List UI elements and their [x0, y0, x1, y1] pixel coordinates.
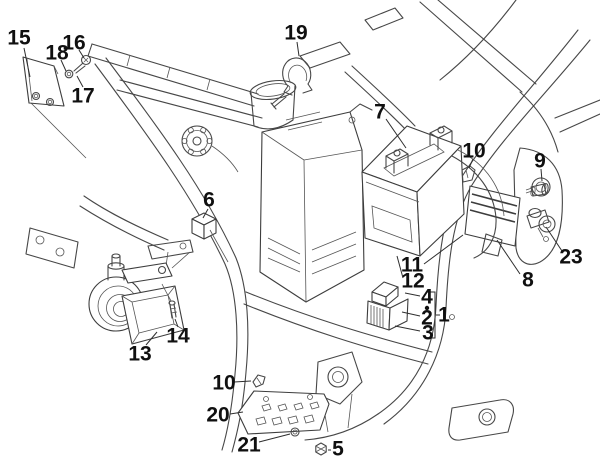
callout-1-bracket	[424, 291, 455, 339]
callout-23-sensor: 23	[559, 246, 582, 269]
callout-12-battery-tray: 12	[401, 270, 424, 293]
leader-horn-screw	[174, 318, 179, 328]
leader-plate-nut	[258, 433, 291, 443]
callout-8-cable-bracket: 8	[522, 269, 534, 292]
screw-and-washer	[64, 54, 92, 79]
callout-21-plate-nut: 21	[237, 434, 261, 457]
callout-1-relay-assembly: 1	[438, 304, 450, 327]
callout-4-relay-top: 4	[421, 286, 433, 309]
leader-bolt	[540, 168, 543, 182]
leader-cable-clip-upper	[468, 158, 474, 169]
leader-washer	[60, 59, 67, 72]
leader-cable-bracket	[496, 239, 521, 275]
bolt	[525, 183, 549, 197]
leader-screw	[78, 49, 85, 59]
callout-15-voltage-regulator: 15	[7, 27, 31, 50]
alternator	[181, 125, 239, 173]
horn	[88, 253, 185, 345]
leader-sensor	[545, 226, 563, 252]
leader-voltage-regulator	[23, 47, 31, 78]
callout-7-battery: 7	[374, 101, 386, 124]
battery-housing	[259, 103, 373, 303]
callout-9-bolt: 9	[534, 150, 546, 173]
horn-screw	[161, 283, 178, 319]
callout-3-relay-base: 3	[422, 322, 434, 345]
footplate	[448, 399, 514, 441]
relay-assembly	[366, 281, 409, 331]
leader-relay-base	[394, 325, 421, 332]
frame-structure	[25, 0, 600, 453]
leader-relay	[202, 208, 209, 219]
callout-5-hex-nut: 5	[332, 438, 344, 461]
callout-11-battery-strap: 11	[401, 254, 424, 277]
callout-13-horn: 13	[128, 343, 151, 366]
hex-nut	[315, 442, 327, 456]
leader-battery-strap	[423, 234, 464, 265]
leader-cable-clip-lower	[233, 380, 252, 383]
callout-6-relay: 6	[203, 189, 215, 212]
callout-16-screw: 16	[62, 32, 85, 55]
clamp	[270, 57, 313, 110]
plate-nut	[290, 427, 300, 437]
leader-screw-fastening	[76, 75, 84, 88]
callout-10-cable-clip-lower: 10	[212, 372, 235, 395]
callout-14-horn-screw: 14	[166, 325, 190, 348]
callout-18-washer: 18	[45, 42, 69, 65]
fuse-cover-plate	[237, 390, 330, 435]
callout-10-cable-clip-upper: 10	[462, 140, 485, 163]
leader-horn	[145, 331, 158, 346]
leader-battery	[385, 118, 407, 149]
leader-clamp	[296, 41, 300, 57]
callout-17-screw-fastening: 17	[71, 85, 94, 108]
relay	[191, 212, 229, 263]
cable-clip-lower	[252, 374, 266, 388]
leader-battery-tray	[396, 255, 404, 279]
callout-20-fuse-cover-plate: 20	[206, 404, 229, 427]
rear-bracket-plate	[513, 147, 563, 265]
leader-relay-top	[404, 292, 421, 297]
filler-neck	[249, 79, 297, 130]
sensor	[526, 207, 550, 242]
battery	[361, 125, 465, 257]
cable-bracket	[451, 149, 521, 259]
leader-fuse-cover-plate	[229, 411, 244, 415]
leader-relay-body	[401, 311, 421, 317]
callout-19-clamp: 19	[284, 22, 307, 45]
callout-2-relay-body: 2	[421, 307, 433, 330]
